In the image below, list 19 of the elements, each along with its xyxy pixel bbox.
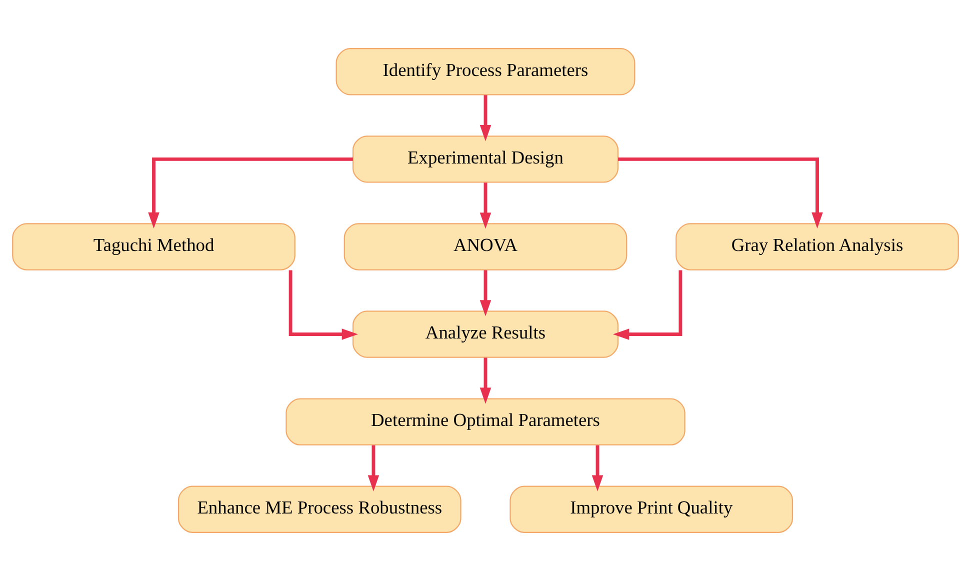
node-box: Identify Process Parameters <box>336 48 636 96</box>
arrow <box>592 445 604 492</box>
node-box: ANOVA <box>344 223 628 270</box>
node-box: Taguchi Method <box>12 223 296 270</box>
arrow <box>480 358 492 404</box>
node-box: Gray Relation Analysis <box>676 223 959 270</box>
arrow <box>618 157 823 228</box>
arrow <box>148 157 353 228</box>
node-box: Experimental Design <box>352 136 619 183</box>
node-box: Determine Optimal Parameters <box>286 398 686 446</box>
arrow <box>368 445 380 492</box>
arrow <box>480 95 492 142</box>
arrow <box>480 270 492 316</box>
node-box: Analyze Results <box>352 310 619 358</box>
arrow <box>613 270 682 340</box>
node-box: Enhance ME Process Robustness <box>178 486 462 533</box>
arrow <box>480 182 492 229</box>
arrow <box>288 270 358 340</box>
node-box: Improve Print Quality <box>510 486 794 533</box>
